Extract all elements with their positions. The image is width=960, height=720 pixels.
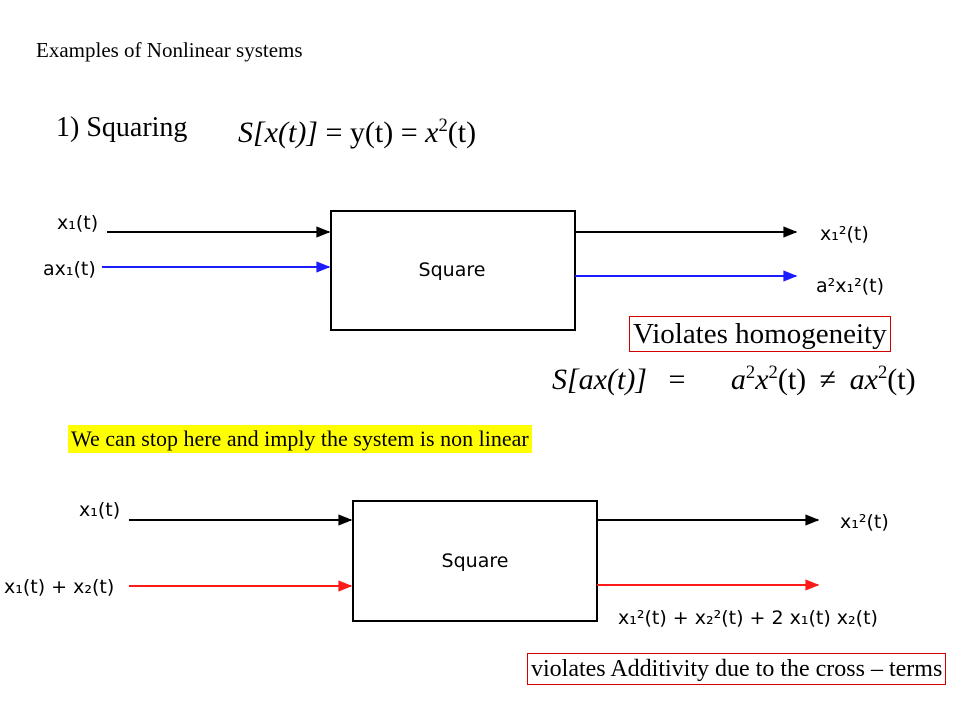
eq2-p5: (t) — [887, 363, 916, 396]
square-block-1 — [330, 210, 576, 331]
eq1-rhs-base: x — [425, 116, 439, 149]
diagram2-input1-label: x₁(t) — [79, 499, 120, 521]
slide-title: Examples of Nonlinear systems — [36, 38, 303, 62]
equation-squaring: S[x(t)] = y(t) = x2(t) — [238, 115, 476, 150]
square-block-2-label: Square — [442, 550, 509, 572]
eq2-p4: ax — [849, 363, 878, 396]
square-block-1-label: Square — [419, 259, 486, 281]
diagram2-output1-label: x₁²(t) — [840, 511, 889, 533]
eq1-mid: = y(t) = — [325, 116, 418, 149]
equation-homogeneity: S[ax(t)] = a2x2(t) ≠ ax2(t) — [552, 362, 916, 397]
eq1-rhs-exp: 2 — [438, 115, 448, 136]
eq2-equals: = — [668, 363, 686, 396]
eq2-e1: 2 — [745, 362, 756, 383]
diagram-2: Square x₁(t) x₁(t) + x₂(t) x₁²(t) x₁²(t)… — [4, 499, 889, 629]
eq1-rhs-arg: (t) — [447, 116, 477, 149]
eq2-p1: a — [730, 363, 746, 396]
diagram1-input1-label: x₁(t) — [57, 212, 98, 234]
eq2-p3: (t) — [777, 363, 807, 396]
eq2-not-equal: ≠ — [819, 363, 837, 396]
highlight-note: We can stop here and imply the system is… — [68, 425, 532, 453]
diagram2-input2-label: x₁(t) + x₂(t) — [4, 576, 114, 598]
diagram-1: Square x₁(t) ax₁(t) x₁²(t) a²x₁²(t) — [43, 210, 884, 331]
violates-additivity-box: violates Additivity due to the cross – t… — [527, 653, 947, 685]
square-block-2 — [352, 500, 598, 622]
diagram1-output1-label: x₁²(t) — [820, 223, 869, 245]
eq2-lhs: S[ax(t)] — [552, 363, 647, 396]
diagram1-output2-label: a²x₁²(t) — [816, 275, 884, 297]
diagram1-input2-label: ax₁(t) — [43, 258, 96, 280]
violates-homogeneity-box: Violates homogeneity — [629, 316, 891, 352]
eq2-e4: 2 — [877, 362, 888, 383]
eq2-p2: x — [755, 363, 769, 396]
example-label: 1) Squaring — [56, 112, 188, 143]
diagram2-output2-label: x₁²(t) + x₂²(t) + 2 x₁(t) x₂(t) — [618, 607, 878, 629]
eq1-lhs: S[x(t)] — [238, 116, 318, 149]
eq2-e2: 2 — [768, 362, 778, 383]
